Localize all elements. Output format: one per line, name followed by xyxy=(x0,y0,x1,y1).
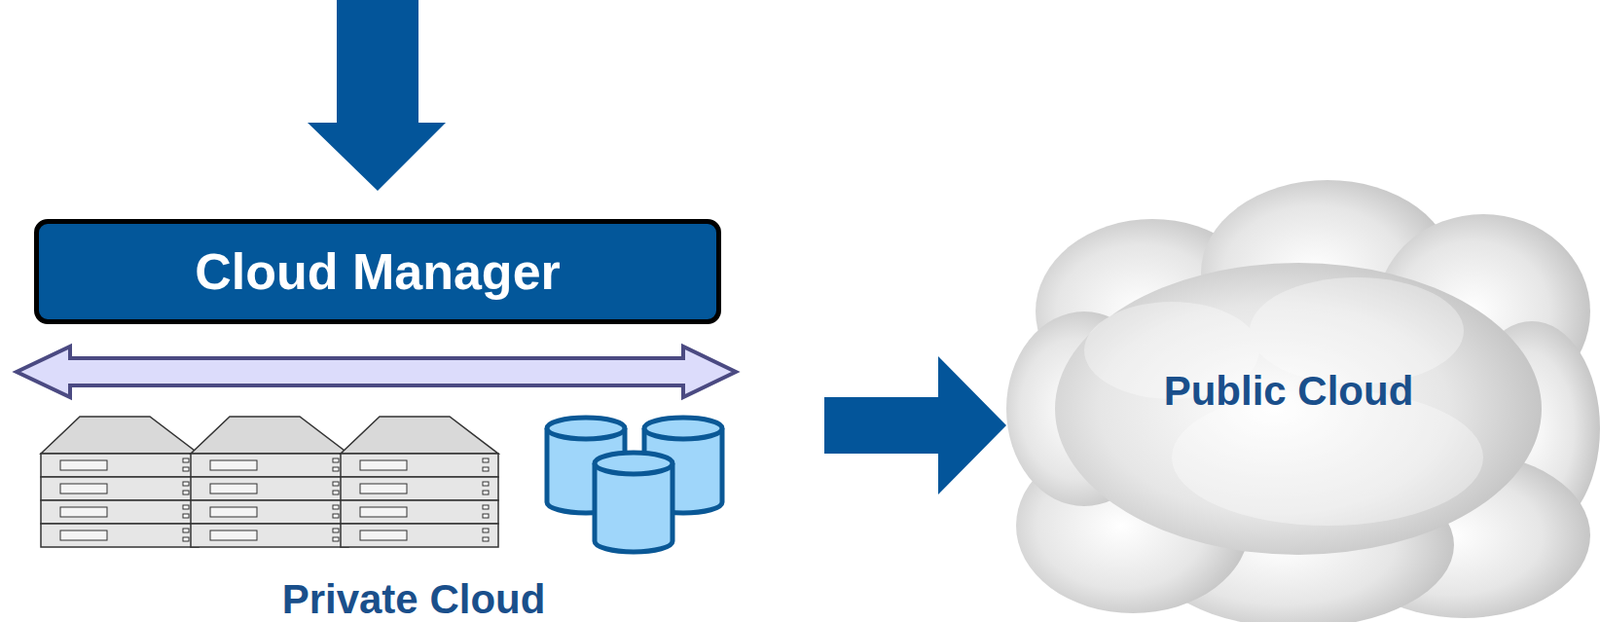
server-slot xyxy=(360,460,407,471)
server-unit xyxy=(340,453,499,477)
server-unit xyxy=(190,500,349,524)
server-unit xyxy=(190,476,349,501)
server-led xyxy=(332,481,339,486)
cloud-bumps xyxy=(1006,180,1600,622)
server-slot xyxy=(60,507,108,517)
server-unit xyxy=(40,523,199,547)
server-led xyxy=(332,513,339,518)
server-led xyxy=(182,513,189,518)
server-led xyxy=(332,458,339,463)
private-cloud-group: Private Cloud xyxy=(34,416,825,622)
input-arrow xyxy=(307,0,446,191)
server-led xyxy=(332,505,339,510)
server-racks xyxy=(40,416,499,547)
server-unit xyxy=(190,453,349,477)
server-unit xyxy=(340,500,499,524)
server-slot xyxy=(210,530,257,541)
storage-cylinders xyxy=(546,417,723,552)
server-led xyxy=(182,505,189,510)
server-led xyxy=(482,513,489,518)
server-led xyxy=(182,528,189,533)
server-led xyxy=(182,490,189,495)
server-led xyxy=(182,467,189,472)
server-slot xyxy=(210,507,257,517)
server-led xyxy=(482,528,489,533)
group-label: Private Cloud xyxy=(282,576,546,622)
server-unit xyxy=(40,453,199,477)
flow-arrow xyxy=(824,356,1007,495)
cloud-highlight xyxy=(1084,277,1484,526)
server-top xyxy=(190,416,349,454)
server-slot xyxy=(60,530,108,541)
server-led xyxy=(332,537,339,542)
server-led xyxy=(182,537,189,542)
server-top xyxy=(340,416,499,454)
server-led xyxy=(332,490,339,495)
server-led xyxy=(332,467,339,472)
manager-label: Cloud Manager xyxy=(194,242,561,301)
server-led xyxy=(482,458,489,463)
server-slot xyxy=(360,507,407,517)
server-unit xyxy=(340,476,499,501)
server-led xyxy=(182,458,189,463)
server-slot xyxy=(210,460,257,471)
server-led xyxy=(482,537,489,542)
server-slot xyxy=(60,483,108,494)
server-led xyxy=(482,505,489,510)
server-unit xyxy=(40,476,199,501)
server-led xyxy=(182,481,189,486)
server-slot xyxy=(60,460,108,471)
manager-box: Cloud Manager xyxy=(34,218,722,325)
server-slot xyxy=(360,483,407,494)
server-unit xyxy=(340,523,499,547)
cloud-shape: Public Cloud xyxy=(1006,165,1600,622)
server-unit xyxy=(190,523,349,547)
server-led xyxy=(482,490,489,495)
cloud-label: Public Cloud xyxy=(1163,367,1415,415)
server-top xyxy=(40,416,199,454)
server-slot xyxy=(210,483,257,494)
server-slot xyxy=(360,530,407,541)
server-led xyxy=(482,481,489,486)
bus-double-arrow xyxy=(16,346,736,398)
server-led xyxy=(482,467,489,472)
server-unit xyxy=(40,500,199,524)
server-led xyxy=(332,528,339,533)
